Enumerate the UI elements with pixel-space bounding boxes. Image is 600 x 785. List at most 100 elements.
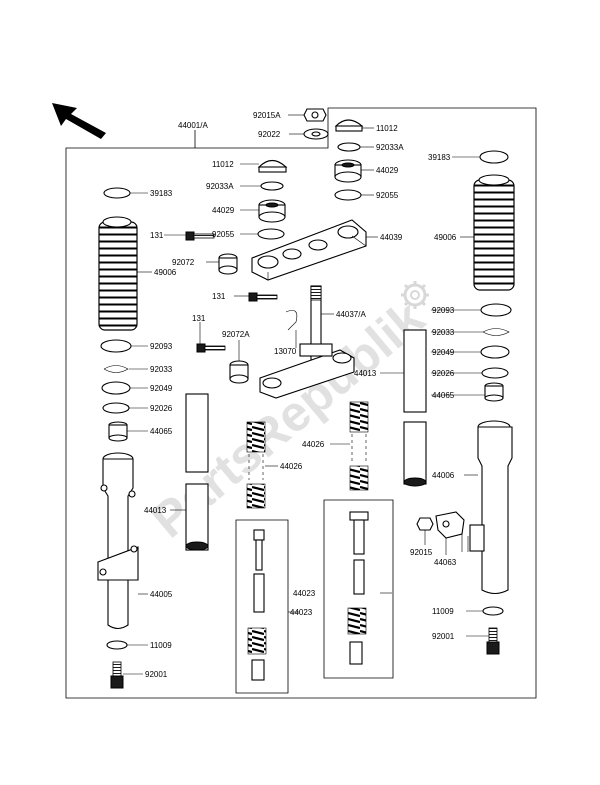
part-bolt-131-b <box>248 292 278 302</box>
label-92033a-left: 92033A <box>206 182 234 191</box>
label-44001a: 44001/A <box>178 121 208 130</box>
part-inner-tube-44013-left <box>185 393 209 551</box>
part-seal-92093-left <box>100 339 132 353</box>
label-92033-left: 92033 <box>150 365 173 374</box>
label-11012-right: 11012 <box>376 124 398 133</box>
label-92093-right: 92093 <box>432 306 455 315</box>
part-damper-92072 <box>218 253 238 275</box>
label-92001-left: 92001 <box>145 670 168 679</box>
leader-lines <box>123 114 489 675</box>
label-44037a: 44037/A <box>336 310 366 319</box>
part-washer-92026-right <box>481 367 509 379</box>
label-44023-a: 44023 <box>293 589 316 598</box>
part-damper-rod-44023-b <box>347 511 369 665</box>
part-clip-92033-left <box>103 365 129 373</box>
label-39183-left: 39183 <box>150 189 173 198</box>
arrow-up-left-icon <box>52 103 106 139</box>
part-clip-92033-right <box>482 328 510 336</box>
label-92049-right: 92049 <box>432 348 455 357</box>
part-bracket-44063 <box>435 511 469 552</box>
label-92015: 92015 <box>410 548 433 557</box>
part-nut-92015a <box>303 108 327 122</box>
part-steering-stem-44037a <box>259 285 355 399</box>
part-bolt-92001-left <box>110 661 124 689</box>
part-bolt-92001-right <box>486 627 500 655</box>
label-92072a: 92072A <box>222 330 250 339</box>
label-11009-right: 11009 <box>432 607 454 616</box>
label-11012-left: 11012 <box>212 160 234 169</box>
label-44005: 44005 <box>150 590 173 599</box>
label-131-a: 131 <box>150 231 164 240</box>
part-seal-92093-right <box>480 303 512 317</box>
label-44026-b: 44026 <box>302 440 325 449</box>
part-washer-92049-left <box>101 381 131 395</box>
part-damper-92072a <box>229 360 249 384</box>
part-oring-92055-left <box>257 228 285 240</box>
part-cap-11012-right <box>334 119 364 132</box>
part-ring-39183-left <box>103 187 131 199</box>
label-92055-right: 92055 <box>376 191 399 200</box>
part-bolt-131-a <box>185 231 215 241</box>
label-44023-b: 44023 <box>290 608 313 617</box>
label-44029-left: 44029 <box>212 206 235 215</box>
part-ring-92033a-left <box>260 181 284 191</box>
gear-icon <box>401 281 429 309</box>
part-washer-11009-right <box>482 606 504 616</box>
label-131-c: 131 <box>192 314 206 323</box>
part-inner-tube-44013-right <box>403 329 427 487</box>
label-11009-left: 11009 <box>150 641 172 650</box>
part-upper-bracket-44039 <box>251 219 367 281</box>
label-44013-left: 44013 <box>144 506 167 515</box>
part-bushing-44065-right <box>484 382 504 402</box>
label-44013-right: 44013 <box>354 369 377 378</box>
part-washer-92049-right <box>480 345 510 359</box>
label-92015a: 92015A <box>253 111 281 120</box>
label-92026-left: 92026 <box>150 404 173 413</box>
part-cap-11012-left <box>257 159 288 173</box>
label-44063: 44063 <box>434 558 457 567</box>
part-washer-11009-left <box>106 640 128 650</box>
label-49006-right: 49006 <box>434 233 457 242</box>
part-boot-49006-left <box>98 216 138 331</box>
label-92033a-right: 92033A <box>376 143 404 152</box>
part-boot-49006-right <box>473 174 515 291</box>
part-spring-44026-a <box>246 421 266 509</box>
label-44039: 44039 <box>380 233 403 242</box>
part-nut-92015 <box>416 517 434 531</box>
label-92026-right: 92026 <box>432 369 455 378</box>
label-92055-left: 92055 <box>212 230 235 239</box>
label-13070: 13070 <box>274 347 297 356</box>
part-ring-92033a-right <box>337 142 361 152</box>
label-39183-right: 39183 <box>428 153 451 162</box>
label-92072: 92072 <box>172 258 195 267</box>
label-44026-a: 44026 <box>280 462 303 471</box>
part-washer-92026-left <box>102 402 130 414</box>
label-44006: 44006 <box>432 471 455 480</box>
part-bushing-44065-left <box>108 421 128 442</box>
label-44065-right: 44065 <box>432 391 455 400</box>
diagram-frame <box>65 107 537 699</box>
label-92033-right: 92033 <box>432 328 455 337</box>
label-92093-left: 92093 <box>150 342 173 351</box>
label-49006-left: 49006 <box>154 268 177 277</box>
part-bolt-131-c <box>196 343 226 353</box>
part-damper-rod-44023-a <box>247 529 267 681</box>
label-131-b: 131 <box>212 292 226 301</box>
label-44029-right: 44029 <box>376 166 399 175</box>
part-bushing-44029-right <box>334 159 362 183</box>
part-ring-39183-right <box>479 150 509 164</box>
label-92001-right: 92001 <box>432 632 455 641</box>
part-clip-13070 <box>285 310 298 331</box>
part-washer-92022 <box>303 128 329 140</box>
label-92049-left: 92049 <box>150 384 173 393</box>
part-outer-tube-44005 <box>97 452 139 630</box>
part-labels: 44001/A 92015A 92022 11012 92033A 44029 … <box>144 111 457 679</box>
part-oring-92055-right <box>334 189 362 201</box>
part-bushing-44029-left <box>258 199 286 223</box>
watermark: PartsRepublik <box>141 281 435 548</box>
watermark-text: PartsRepublik <box>141 289 435 548</box>
label-44065-left: 44065 <box>150 427 173 436</box>
part-outer-tube-44006 <box>469 420 513 595</box>
label-92022: 92022 <box>258 130 281 139</box>
